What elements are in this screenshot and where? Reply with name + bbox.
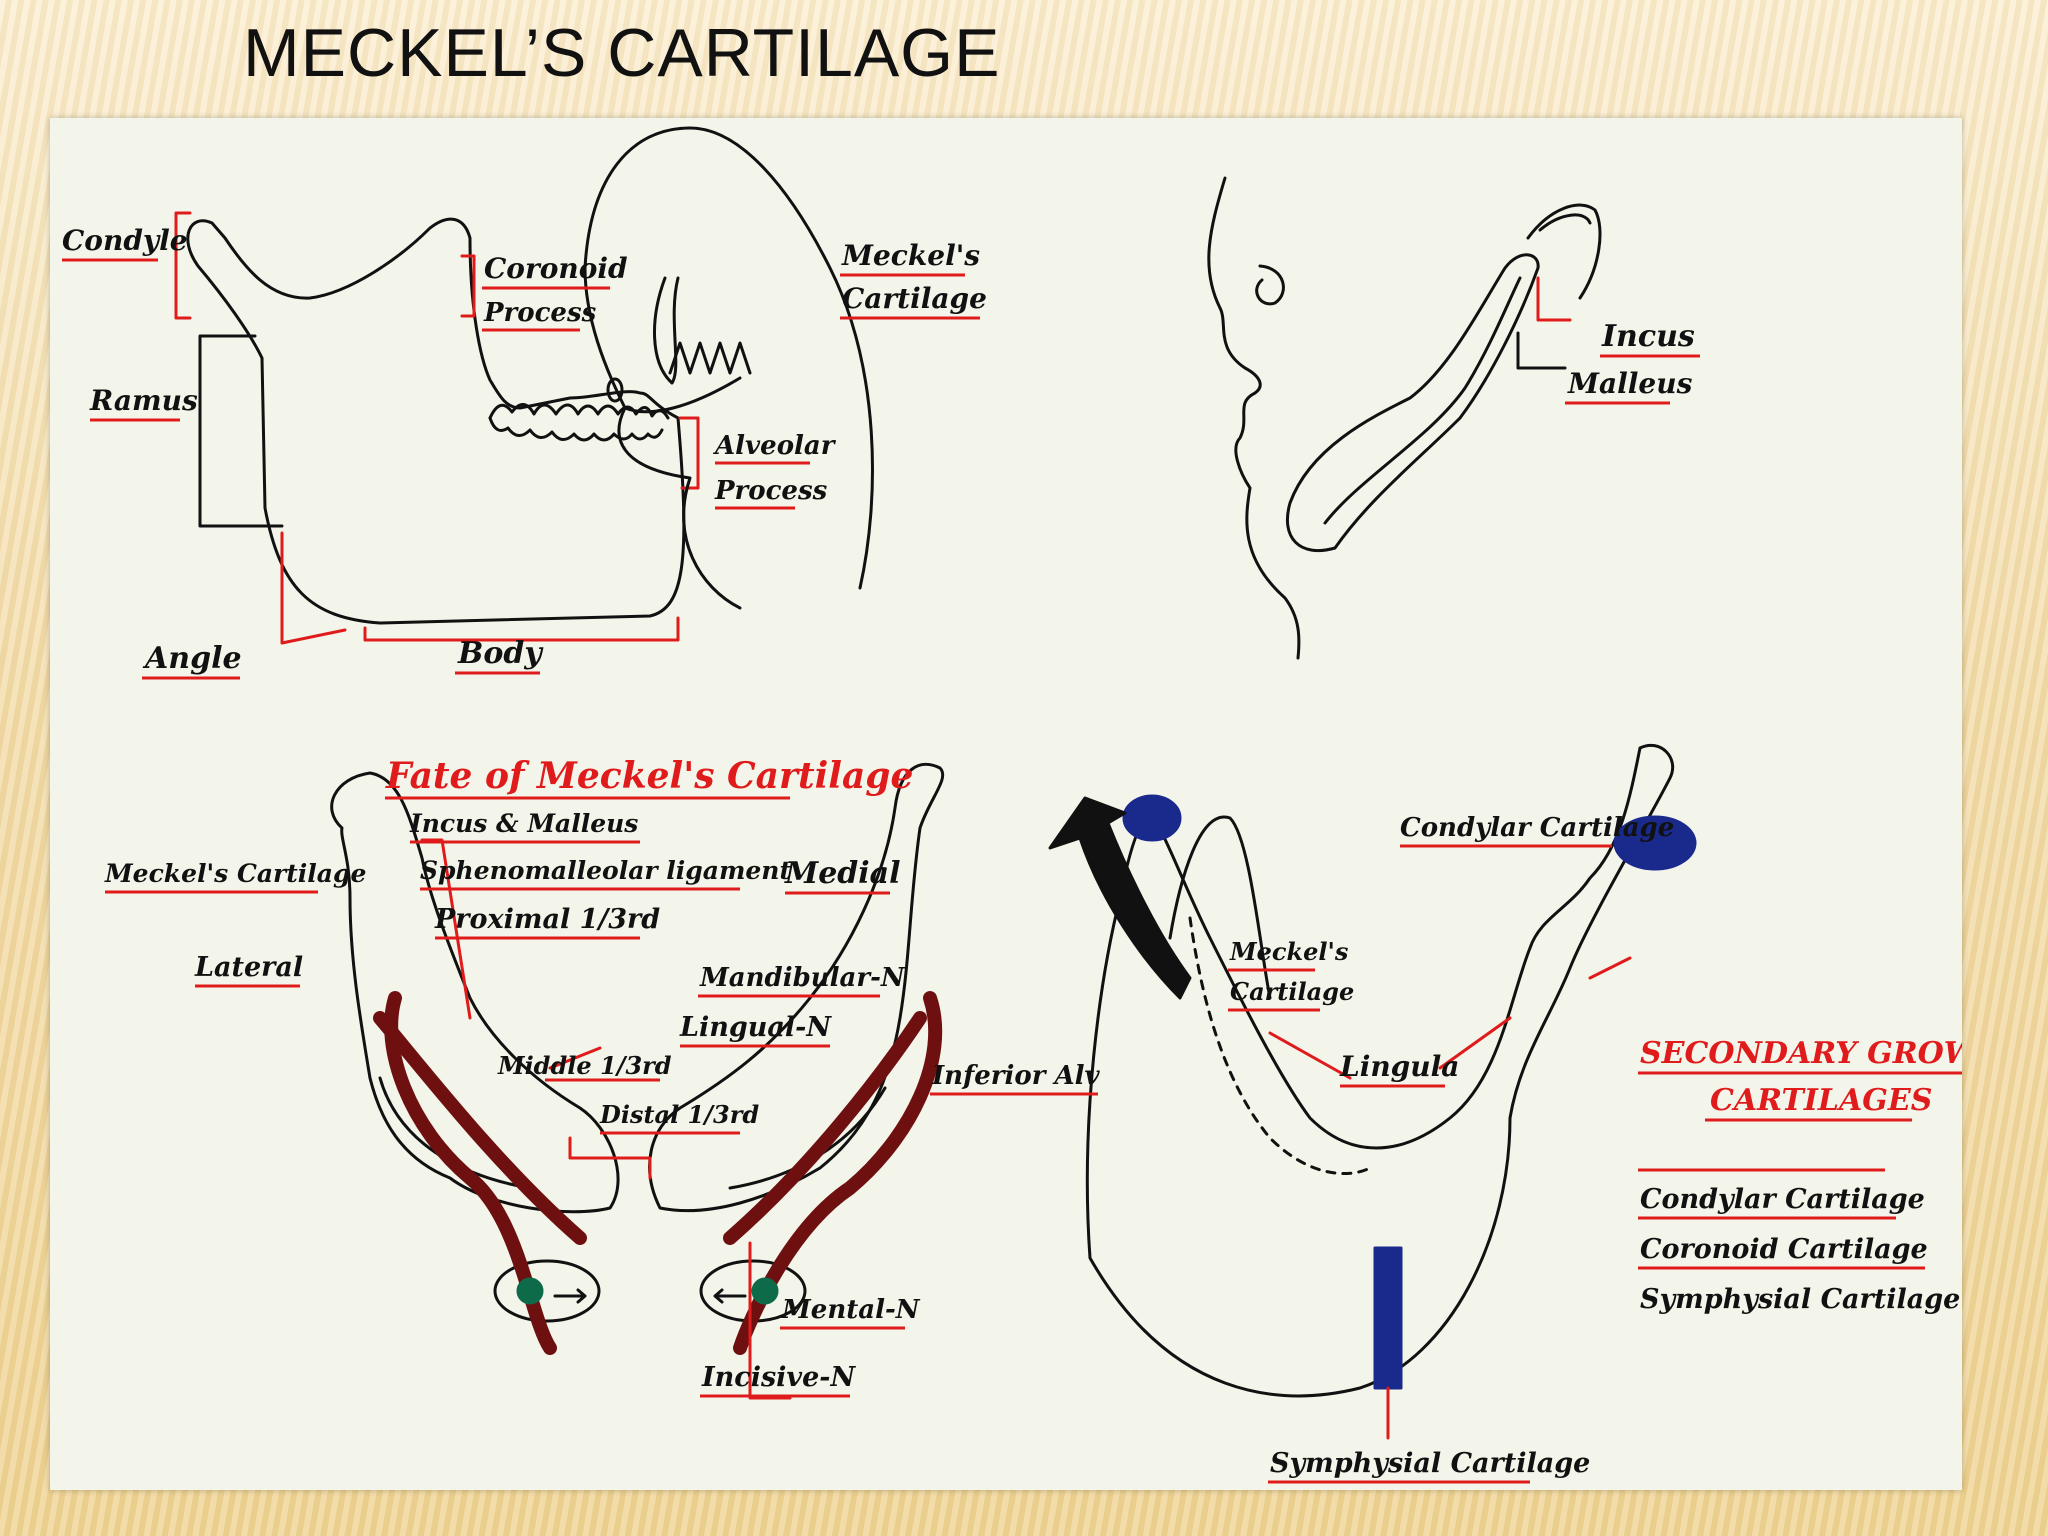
label-ramus: Ramus — [89, 384, 198, 417]
ramus-bracket — [198, 334, 284, 528]
label-malleus: Malleus — [1567, 367, 1693, 400]
label-incisive-n: Incisive-N — [701, 1362, 856, 1393]
label-fate-meckels-cartilage: Meckel's Cartilage — [104, 859, 366, 888]
label-embryo-meckels: Meckel's — [841, 239, 980, 272]
alveolar-bracket — [678, 416, 700, 490]
label-distal: Distal 1/3rd — [599, 1100, 759, 1129]
arrow-right-oval — [713, 1288, 747, 1304]
diagram-board: Condyle Coronoid Process Ramus Alveolar … — [50, 118, 1962, 1490]
label-secondary-cartilage: Cartilage — [1230, 977, 1354, 1006]
body-bracket — [363, 616, 680, 642]
label-symphysial-cartilage: Symphysial Cartilage — [1270, 1448, 1590, 1479]
label-embryo-cartilage: Cartilage — [842, 282, 987, 315]
arrow-left-oval — [553, 1288, 587, 1304]
label-underlines — [62, 258, 1962, 1484]
meckels-diagram: Condyle Coronoid Process Ramus Alveolar … — [62, 126, 1962, 1484]
label-secondary-meckels: Meckel's — [1229, 937, 1349, 966]
fate-mandible-drawing — [330, 762, 945, 1323]
label-coronoid: Coronoid — [484, 252, 628, 285]
secondary-heading-line2: CARTILAGES — [1710, 1083, 1932, 1118]
label-mental-n: Mental-N — [781, 1295, 921, 1325]
label-sphenomalleolar: Sphenomalleolar ligament — [420, 856, 791, 885]
label-medial: Medial — [784, 856, 901, 891]
label-lingual-n: Lingual-N — [679, 1012, 832, 1043]
condyle-bracket — [174, 211, 192, 320]
fate-heading: Fate of Meckel's Cartilage — [385, 755, 913, 797]
slide-title: MECKEL’S CARTILAGE — [243, 15, 1001, 91]
label-condylar-cartilage-top: Condylar Cartilage — [1400, 813, 1674, 843]
mental-foramen-right — [751, 1277, 779, 1305]
symphysial-cartilage-bar — [1373, 1246, 1403, 1390]
secondary-leader-lines — [1268, 956, 1632, 1440]
angle-bracket — [280, 531, 347, 645]
condylar-cartilage-blob — [1613, 815, 1697, 871]
label-mandibular-n: Mandibular-N — [699, 963, 906, 993]
secondary-list-item-2: Coronoid Cartilage — [1640, 1234, 1928, 1265]
label-alveolar: Alveolar — [712, 431, 837, 461]
secondary-list-item-3: Symphysial Cartilage — [1640, 1284, 1960, 1315]
mental-foramen-left — [516, 1277, 544, 1305]
label-proximal: Proximal 1/3rd — [434, 904, 660, 935]
label-incus-malleus: Incus & Malleus — [409, 809, 638, 838]
label-middle: Middle 1/3rd — [497, 1051, 672, 1080]
label-condyle: Condyle — [62, 224, 188, 257]
coronoid-bracket — [460, 254, 476, 318]
label-lingula: Lingula — [1339, 1050, 1459, 1083]
coronoid-cartilage-blob — [1122, 794, 1182, 842]
face-profile-drawing — [1207, 176, 1602, 660]
label-body: Body — [457, 636, 544, 671]
malleus-bracket — [1516, 331, 1567, 370]
fate-leader-lines — [420, 838, 792, 1400]
secondary-heading-line1: SECONDARY GROWTH — [1640, 1036, 1962, 1071]
embryo-head-drawing — [583, 126, 874, 610]
label-alveolar-process: Process — [714, 476, 828, 506]
mandible-lateral-drawing — [186, 217, 686, 625]
label-inferior-alv: Inferior Alv — [931, 1061, 1101, 1091]
incus-bracket — [1536, 276, 1572, 322]
growth-arrow — [1048, 796, 1192, 1000]
label-angle: Angle — [142, 641, 242, 676]
label-coronoid-process: Process — [483, 298, 597, 328]
label-lateral: Lateral — [194, 952, 303, 983]
secondary-list-item-1: Condylar Cartilage — [1640, 1184, 1925, 1215]
label-incus: Incus — [1601, 319, 1695, 354]
